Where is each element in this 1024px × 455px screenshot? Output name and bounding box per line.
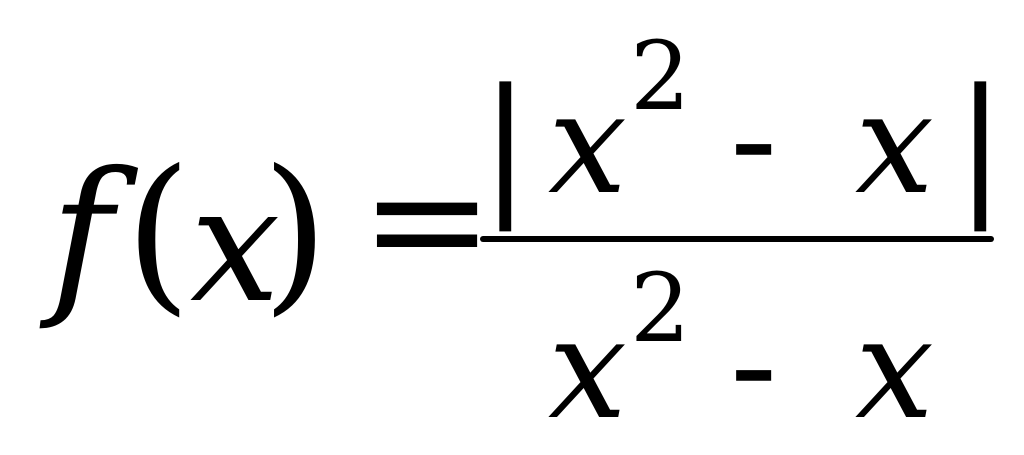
equals-sign: =: [360, 126, 495, 313]
numerator-exponent: 2: [630, 22, 691, 132]
denominator-term: x: [855, 288, 934, 451]
denominator-base: x: [548, 288, 627, 451]
denominator-minus: -: [730, 284, 778, 447]
numerator-minus: -: [730, 58, 778, 221]
open-paren: (: [125, 134, 192, 332]
fraction-line: [480, 236, 994, 242]
function-argument: x: [190, 151, 281, 338]
abs-bar-right: |: [955, 58, 1006, 232]
numerator-term: x: [855, 63, 934, 226]
abs-bar-left: |: [480, 58, 531, 232]
numerator-base: x: [548, 63, 627, 226]
close-paren: ): [262, 134, 329, 332]
function-name: f: [50, 136, 113, 334]
denominator-exponent: 2: [630, 254, 691, 364]
